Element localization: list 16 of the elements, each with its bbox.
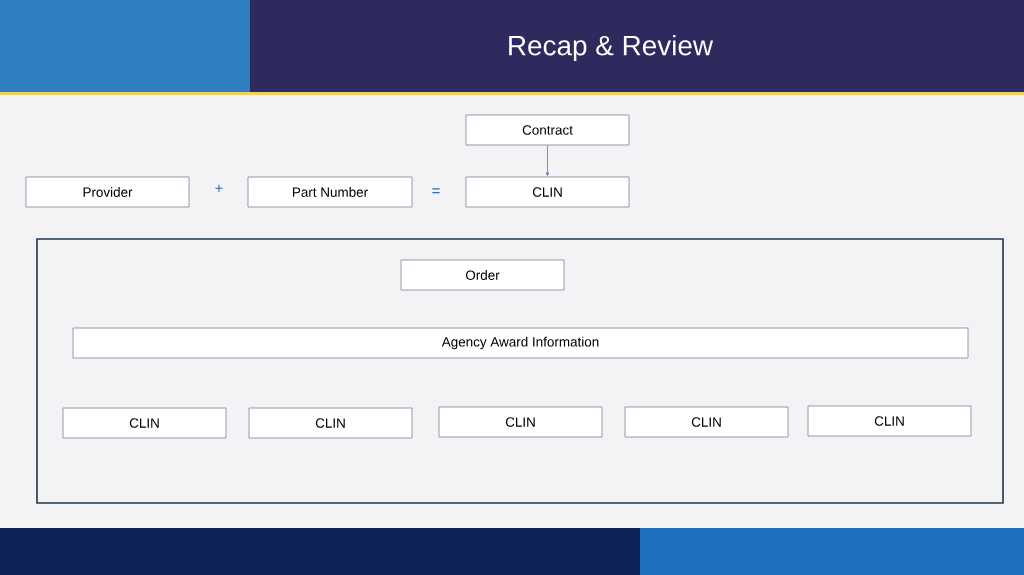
operator-sign: + (215, 184, 223, 192)
process-box: Order (400, 259, 565, 291)
process-box: Provider (25, 176, 190, 208)
process-box: Part Number (247, 176, 413, 208)
process-box: CLIN (624, 406, 789, 438)
process-box: Contract (465, 114, 630, 146)
process-box: Agency Award Information (72, 327, 969, 359)
process-box: CLIN (62, 407, 227, 439)
process-box: CLIN (465, 176, 630, 208)
process-box: CLIN (807, 405, 972, 437)
process-box: CLIN (248, 407, 413, 439)
group-frame (36, 238, 1004, 504)
slide-title: Recap & Review (509, 35, 714, 61)
process-box: CLIN (438, 406, 603, 438)
operator-sign: = (432, 188, 440, 194)
arrow (546, 145, 549, 176)
